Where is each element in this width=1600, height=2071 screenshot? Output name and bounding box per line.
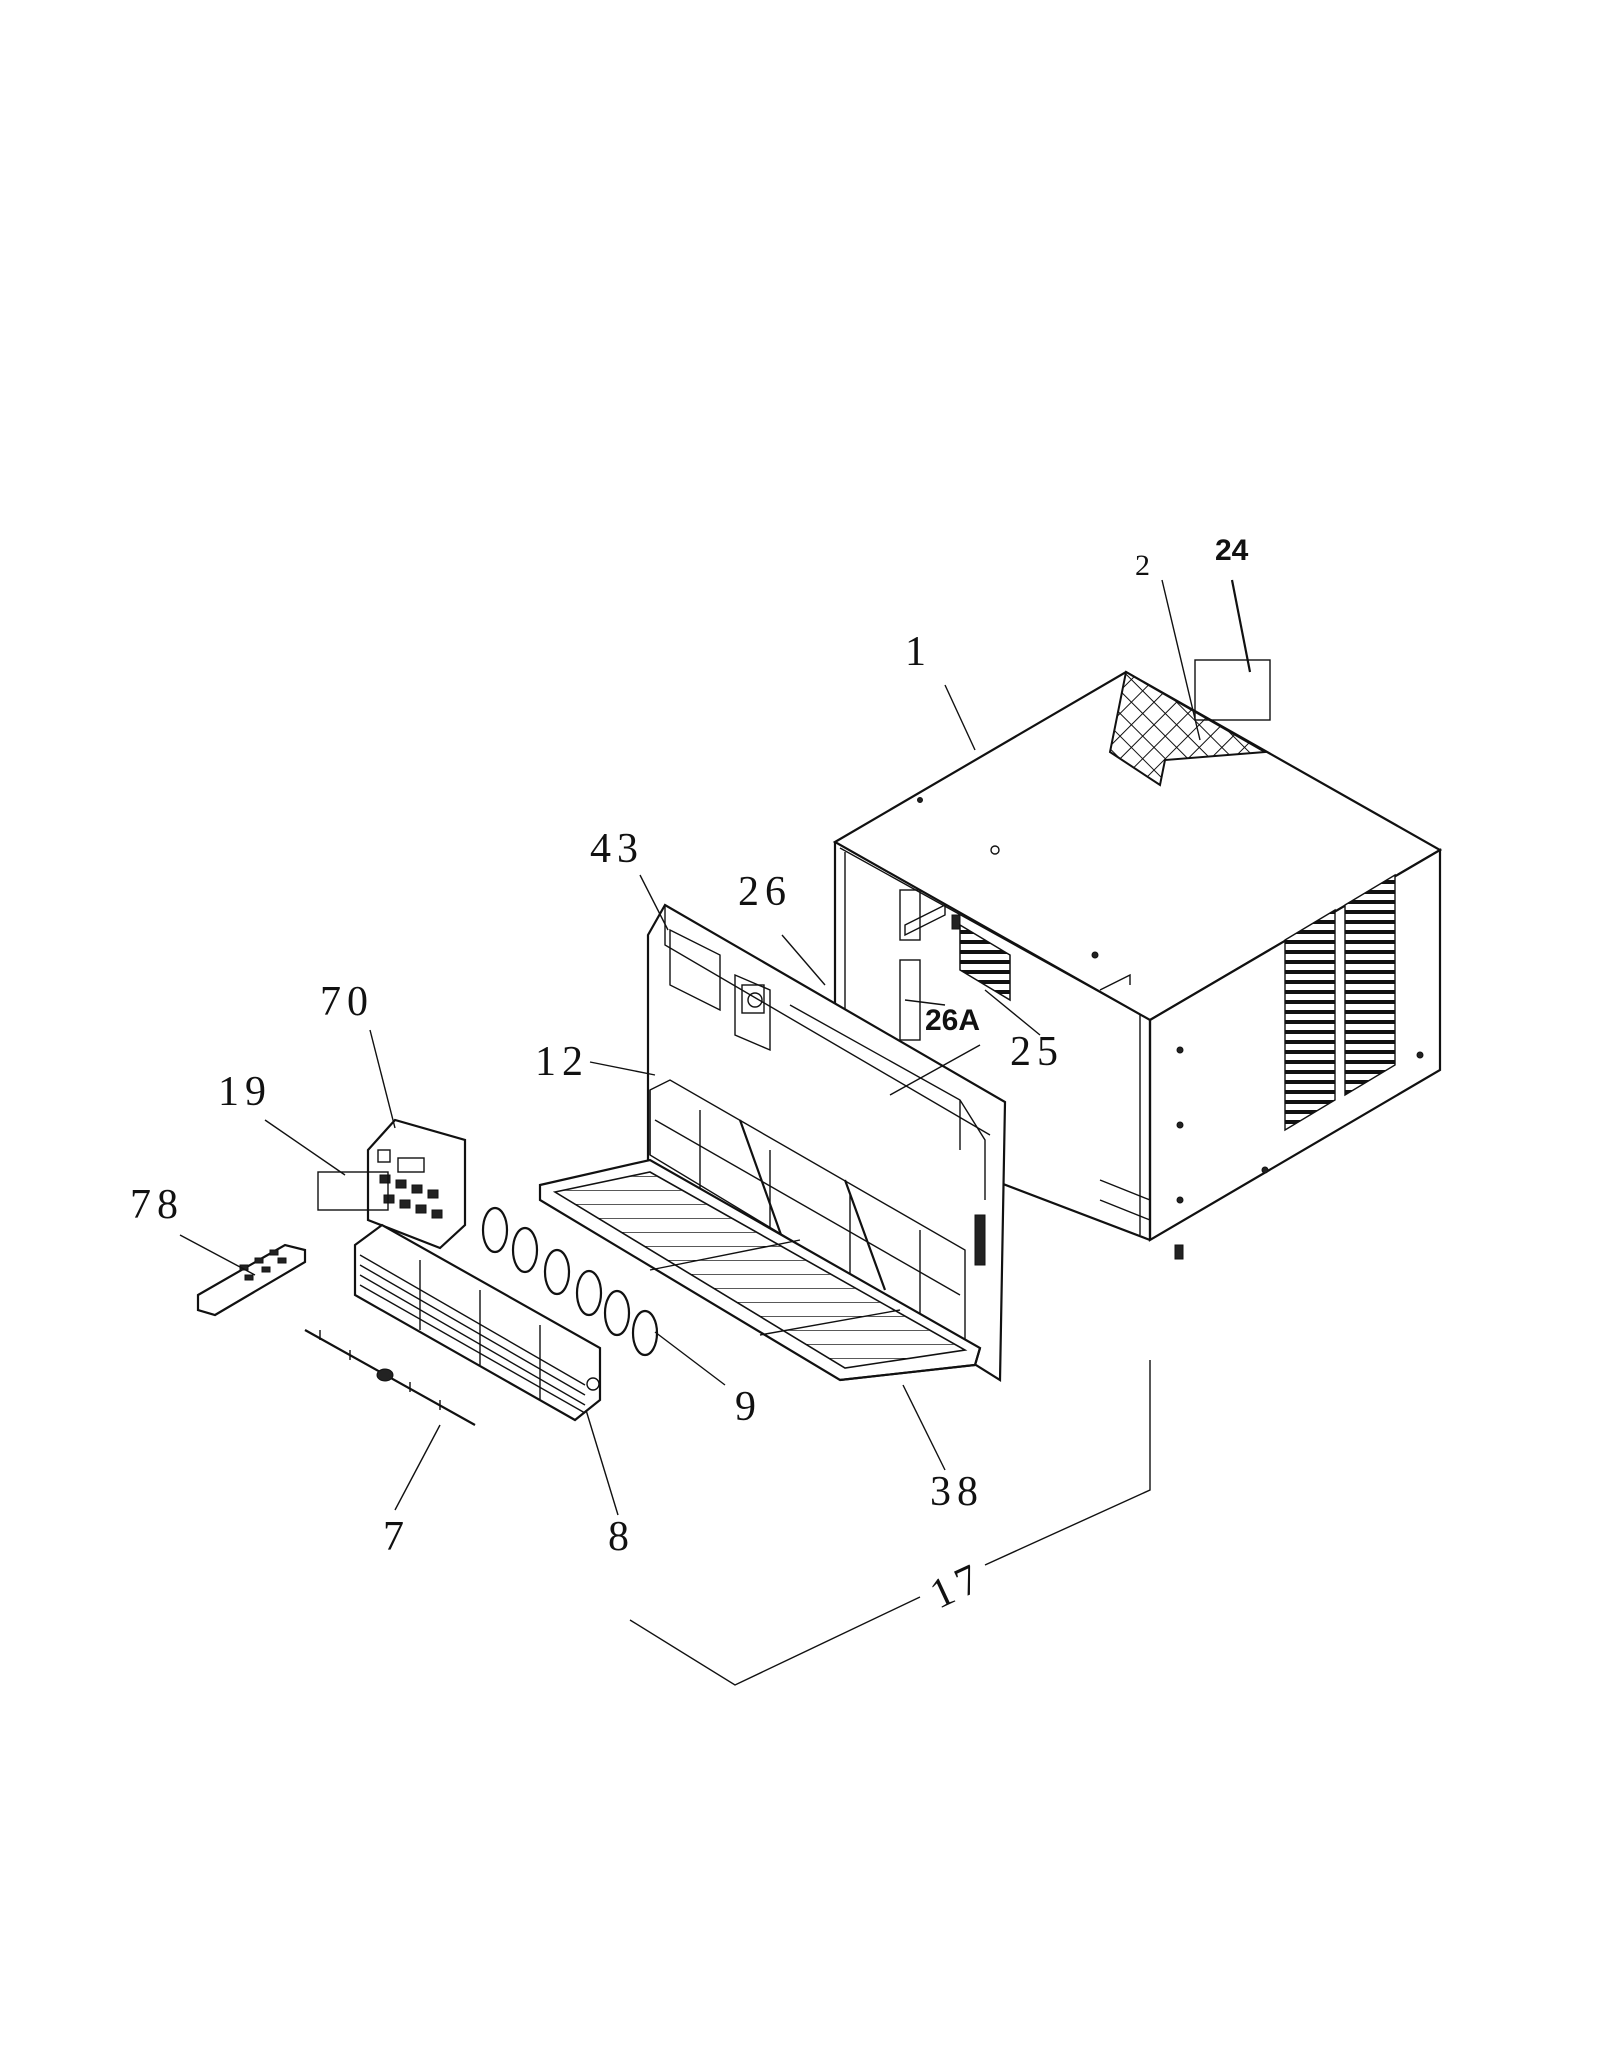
louver-discs-part (481, 1206, 659, 1357)
leader-lines (179, 579, 1252, 1686)
label-2: 2 (1135, 549, 1150, 582)
callout-labels: 1 2 24 43 26 70 12 19 26A 25 78 9 38 7 8… (130, 534, 1249, 1618)
remote-control-part (196, 1243, 307, 1317)
discharge-grille-part (353, 1223, 602, 1422)
rating-label-part (1194, 659, 1271, 721)
label-78: 78 (130, 1182, 184, 1228)
front-panel-part (646, 903, 1007, 1382)
label-7: 7 (383, 1514, 410, 1560)
louver-rod-part (304, 1329, 476, 1426)
label-8: 8 (608, 1514, 635, 1560)
drain-tray-part (538, 1158, 982, 1382)
label-26: 26 (738, 869, 792, 915)
label-sticker-part (317, 1171, 389, 1211)
label-43: 43 (590, 826, 644, 872)
label-1: 1 (905, 629, 932, 675)
label-25: 25 (1010, 1029, 1064, 1075)
control-panel-part (366, 1118, 467, 1250)
label-12: 12 (535, 1039, 589, 1085)
cabinet-part (832, 670, 1443, 1260)
label-38: 38 (930, 1469, 984, 1515)
label-19: 19 (218, 1069, 272, 1115)
label-26a: 26A (925, 1004, 980, 1037)
label-9: 9 (735, 1384, 762, 1430)
label-70: 70 (320, 979, 374, 1025)
label-24: 24 (1215, 534, 1249, 567)
label-17: 17 (923, 1554, 991, 1619)
